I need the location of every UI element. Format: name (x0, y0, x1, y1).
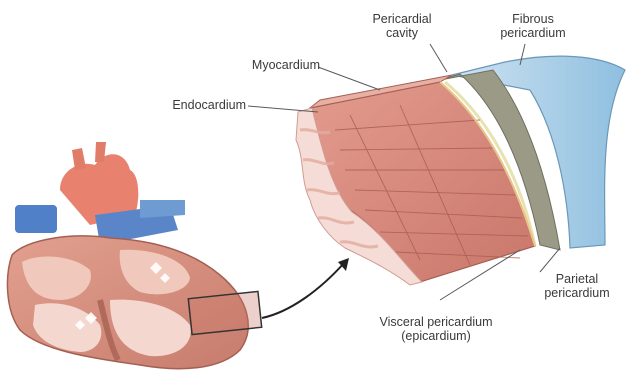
label-visceral-pericardium-line2: (epicardium) (348, 329, 524, 343)
label-myocardium: Myocardium (196, 58, 320, 72)
magnify-arrow (262, 262, 345, 318)
superior-vena-cava (15, 205, 57, 233)
label-endocardium: Endocardium (120, 98, 246, 112)
label-pericardial-cavity-line1: Pericardial (350, 12, 454, 26)
label-fibrous-pericardium-line2: pericardium (478, 26, 588, 40)
label-fibrous-pericardium: Fibrous pericardium (478, 12, 588, 40)
label-endocardium-text: Endocardium (120, 98, 246, 112)
label-pericardial-cavity: Pericardial cavity (350, 12, 454, 40)
leader-parietal-pericardium (540, 248, 560, 272)
label-parietal-pericardium: Parietal pericardium (527, 272, 627, 300)
label-parietal-pericardium-line2: pericardium (527, 286, 627, 300)
label-fibrous-pericardium-line1: Fibrous (478, 12, 588, 26)
label-myocardium-text: Myocardium (196, 58, 320, 72)
label-visceral-pericardium: Visceral pericardium (epicardium) (348, 315, 524, 343)
wall-selection-box (188, 291, 261, 334)
label-pericardial-cavity-line2: cavity (350, 26, 454, 40)
label-parietal-pericardium-line1: Parietal (527, 272, 627, 286)
leader-pericardial-cavity (430, 44, 447, 72)
heart-illustration (7, 142, 349, 369)
label-visceral-pericardium-line1: Visceral pericardium (348, 315, 524, 329)
wall-section (296, 56, 625, 285)
leader-myocardium (318, 67, 380, 90)
pulmonary-vessel (140, 200, 185, 218)
